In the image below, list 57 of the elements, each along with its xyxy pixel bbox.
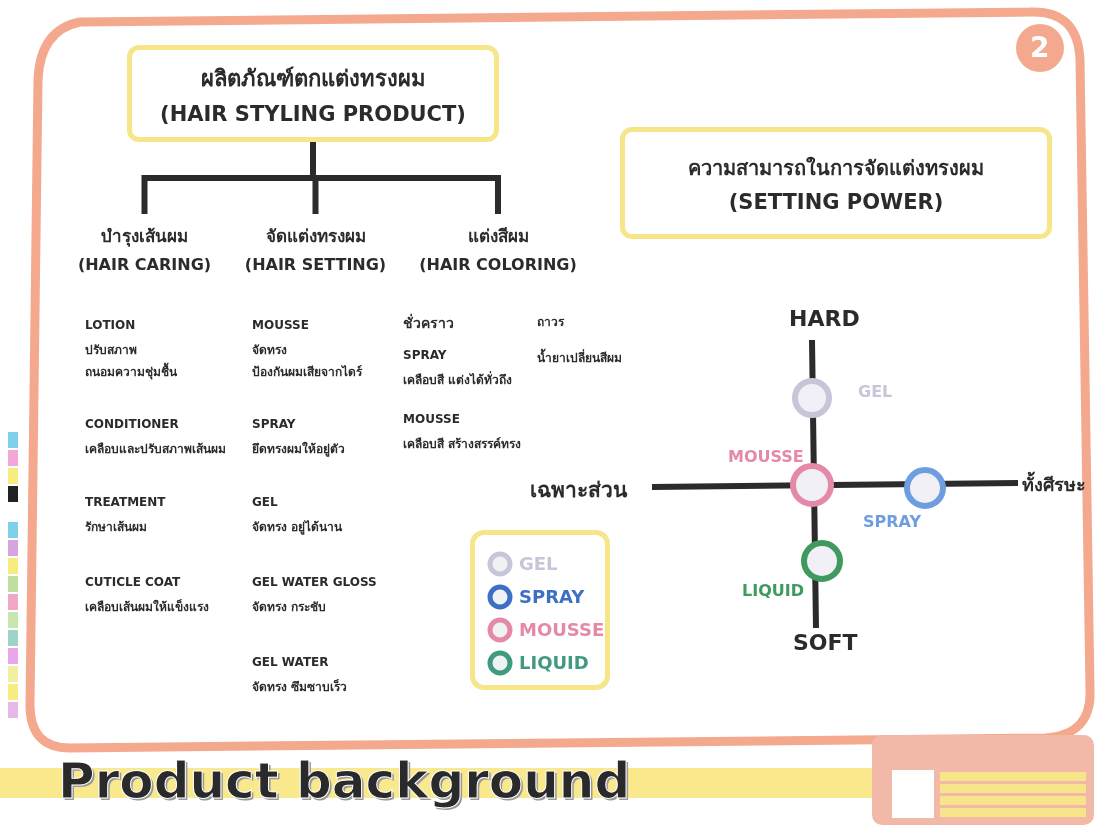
- product-name: TREATMENT: [85, 495, 166, 509]
- legend-label: MOUSSE: [519, 619, 605, 640]
- node-subheading: (SETTING POWER): [728, 190, 944, 214]
- node-heading: แต่งสีผม: [467, 225, 529, 248]
- product-description: ยึดทรงผมให้อยู่ตัว: [252, 440, 345, 458]
- product-description: จัดทรง กระชับ: [252, 599, 327, 616]
- product-name: GEL WATER: [252, 655, 329, 669]
- product-description: ถนอมความชุ่มชื้น: [85, 362, 177, 381]
- axis-label: HARD: [789, 306, 860, 331]
- product-name: CUTICLE COAT: [85, 575, 181, 589]
- node-heading: ผลิตภัณฑ์ตกแต่งทรงผม: [200, 65, 426, 93]
- product-name: MOUSSE: [252, 318, 309, 332]
- marker-label: LIQUID: [742, 581, 804, 600]
- legend-label: LIQUID: [519, 652, 589, 673]
- node-subheading: (HAIR STYLING PRODUCT): [160, 102, 466, 126]
- legend-label: SPRAY: [519, 586, 585, 607]
- product-description: เคลือบสี สร้างสรรค์ทรง: [403, 436, 522, 453]
- node-subheading: (HAIR COLORING): [419, 255, 577, 274]
- axis-label: SOFT: [793, 630, 858, 655]
- circle-marker: [903, 466, 947, 510]
- circle-marker: [791, 377, 833, 419]
- marker-label: SPRAY: [863, 512, 921, 531]
- product-description: น้ำยาเปลี่ยนสีผม: [537, 348, 622, 367]
- product-description: จัดทรง ซึมซาบเร็ว: [252, 678, 348, 696]
- product-name: LOTION: [85, 318, 136, 332]
- product-name: GEL WATER GLOSS: [252, 575, 377, 589]
- product-description: ป้องกันผมเสียจากไดร์: [252, 364, 362, 381]
- node-subheading: (HAIR CARING): [77, 255, 212, 274]
- circle-marker: [800, 539, 844, 583]
- product-description: รักษาเส้นผม: [85, 519, 147, 536]
- heading-box: [620, 127, 1052, 239]
- page-title: Product background: [58, 752, 631, 810]
- product-description: ปรับสภาพ: [85, 342, 137, 359]
- legend-label: GEL: [519, 553, 558, 574]
- product-description: เคลือบและปรับสภาพเส้นผม: [85, 441, 226, 458]
- circle-marker: [789, 462, 835, 508]
- axis-label: เฉพาะส่วน: [530, 477, 627, 504]
- product-name: MOUSSE: [403, 412, 460, 426]
- heading-box: [127, 45, 499, 142]
- product-description: ชั่วคราว: [403, 312, 454, 333]
- node-heading: บำรุงเส้นผม: [101, 225, 188, 249]
- page-number: 2: [1030, 31, 1050, 64]
- marker-label: GEL: [858, 382, 893, 401]
- node-subheading: (HAIR SETTING): [244, 255, 387, 274]
- product-description: ถาวร: [537, 314, 564, 331]
- product-name: SPRAY: [403, 348, 447, 362]
- product-description: จัดทรง: [252, 342, 287, 359]
- product-name: SPRAY: [252, 417, 296, 431]
- node-heading: จัดแต่งทรงผม: [265, 225, 366, 248]
- product-description: เคลือบสี แต่งได้ทั่วถึง: [403, 370, 513, 389]
- product-name: CONDITIONER: [85, 417, 179, 431]
- product-name: GEL: [252, 495, 278, 509]
- product-description: เคลือบเส้นผมให้แข็งแรง: [85, 598, 209, 616]
- axis-label: ทั้งศีรษะ: [1022, 470, 1086, 499]
- node-heading: ความสามารถในการจัดแต่งทรงผม: [688, 155, 984, 182]
- marker-label: MOUSSE: [728, 447, 804, 466]
- product-description: จัดทรง อยู่ได้นาน: [252, 519, 343, 536]
